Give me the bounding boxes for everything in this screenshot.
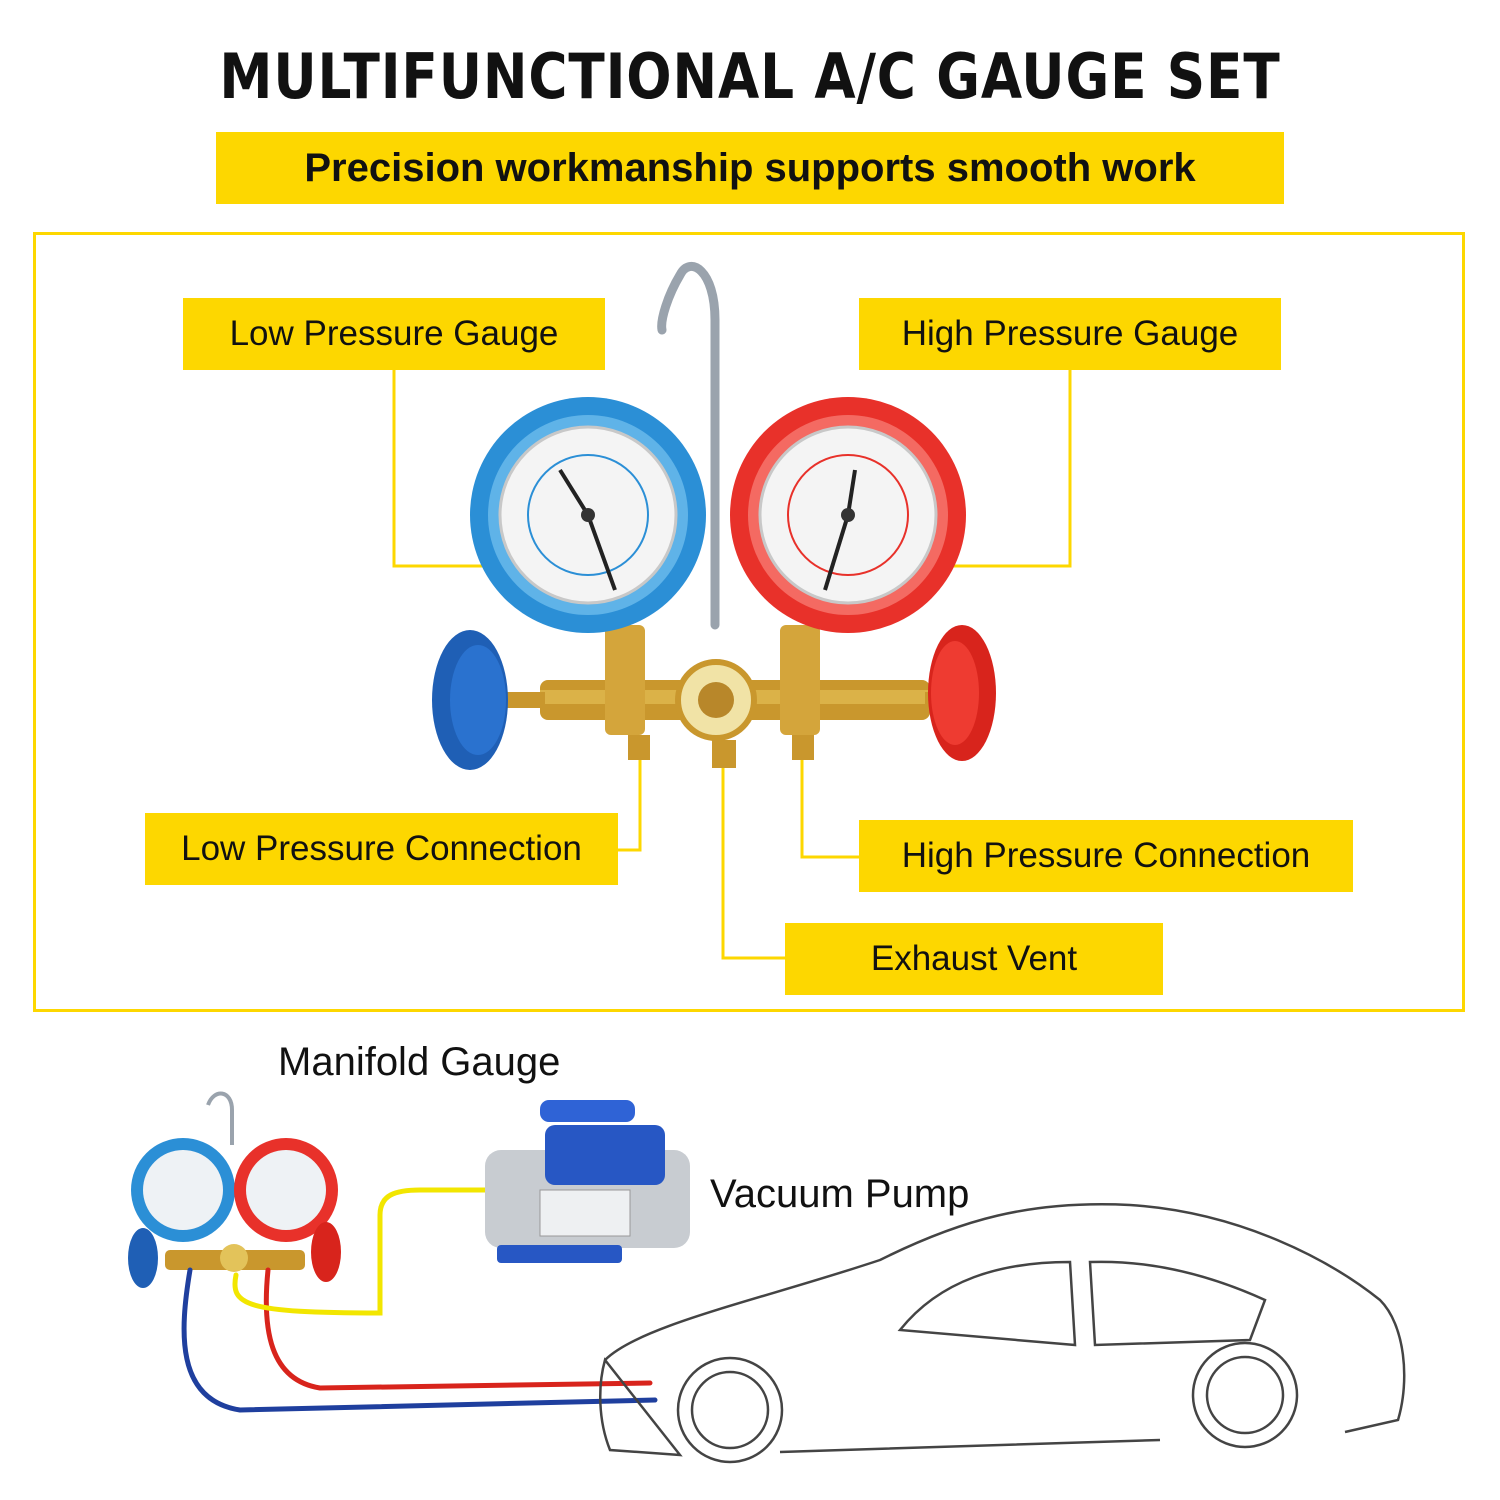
hoses xyxy=(181,1187,658,1413)
vacuum-pump-label: Vacuum Pump xyxy=(710,1172,970,1216)
high-pressure-gauge xyxy=(730,397,966,633)
hanging-hook xyxy=(657,261,720,630)
low-pressure-gauge xyxy=(470,397,706,633)
product-detail-frame xyxy=(33,232,1465,1012)
car-outline xyxy=(599,1203,1406,1464)
manifold-gauge-label: Manifold Gauge xyxy=(278,1040,561,1084)
callout-low-pressure-gauge: Low Pressure Gauge xyxy=(183,298,605,370)
high-side-knob xyxy=(925,625,996,761)
callout-exhaust-vent: Exhaust Vent xyxy=(785,923,1163,995)
callout-low-pressure-connection: Low Pressure Connection xyxy=(145,813,618,885)
manifold-body xyxy=(540,625,930,768)
diagram-manifold-gauge xyxy=(128,1091,341,1288)
diagram-vacuum-pump xyxy=(485,1100,690,1263)
page-title: MULTIFUNCTIONAL A/C GAUGE SET xyxy=(219,40,1281,113)
callout-high-pressure-connection: High Pressure Connection xyxy=(859,820,1353,892)
low-side-knob xyxy=(432,630,545,770)
subtitle-banner: Precision workmanship supports smooth wo… xyxy=(216,132,1284,204)
callout-leader-lines xyxy=(392,370,1072,960)
callout-high-pressure-gauge: High Pressure Gauge xyxy=(859,298,1281,370)
